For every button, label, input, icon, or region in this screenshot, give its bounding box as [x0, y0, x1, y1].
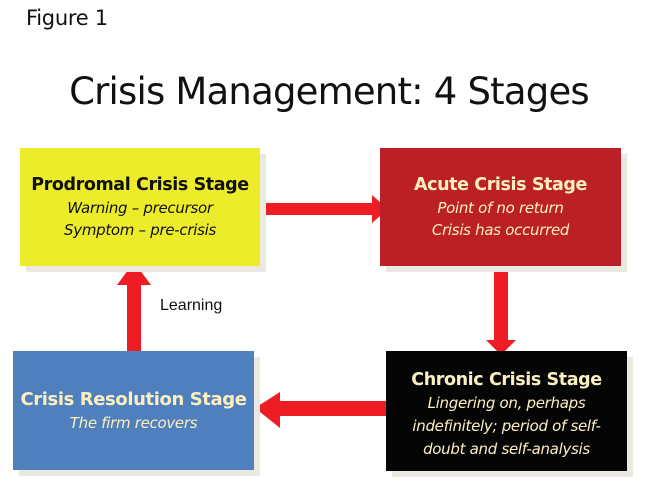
stage-description-line: Point of no return [437, 199, 564, 217]
stage-box-resolution: Crisis Resolution Stage The firm recover… [13, 351, 254, 470]
stage-box-acute: Acute Crisis Stage Point of no return Cr… [380, 148, 621, 266]
stage-name: Crisis Resolution Stage [20, 388, 247, 410]
stage-description-line: Warning – precursor [67, 199, 213, 217]
arrow-prodromal-to-acute [266, 195, 388, 223]
diagram-title: Crisis Management: 4 Stages [69, 70, 590, 113]
stage-name: Acute Crisis Stage [413, 175, 588, 195]
stage-description-line: Crisis has occurred [431, 221, 570, 239]
arrow-resolution-to-prodromal [117, 262, 151, 351]
stage-description-line: Lingering on, perhaps [427, 393, 586, 412]
stage-name: Prodromal Crisis Stage [31, 175, 249, 195]
stage-box-chronic: Chronic Crisis Stage Lingering on, perha… [386, 351, 627, 471]
stage-name: Chronic Crisis Stage [411, 369, 602, 390]
stage-description-line: doubt and self-analysis [423, 439, 590, 458]
figure-label: Figure 1 [26, 6, 108, 30]
stage-description-line: indefinitely; period of self- [412, 416, 601, 435]
arrow-chronic-to-resolution [255, 392, 386, 428]
stage-box-prodromal: Prodromal Crisis Stage Warning – precurs… [20, 148, 260, 266]
stage-description-line: Symptom – pre-crisis [64, 221, 216, 239]
stage-description-line: The firm recovers [69, 413, 198, 432]
arrow-acute-to-chronic [486, 266, 516, 355]
edge-label-learning: Learning [160, 297, 223, 314]
